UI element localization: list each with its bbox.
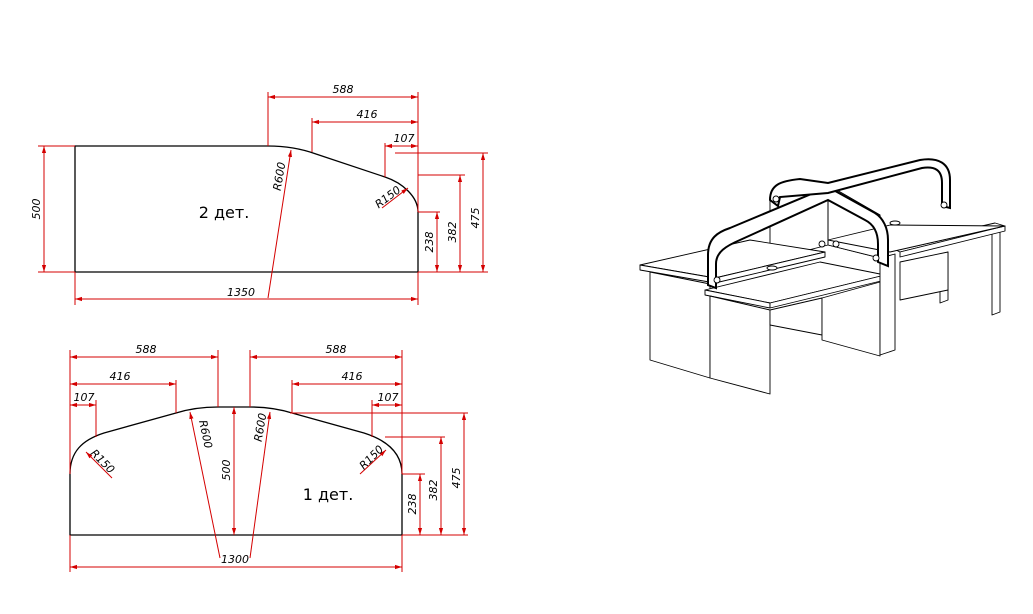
screen-panel-left [707, 185, 889, 290]
part1-dim-1300: 1300 [221, 553, 249, 566]
part1-label: 1 дет. [303, 485, 354, 504]
cable-grommet-icon [766, 265, 778, 271]
part1-drawing: 588 588 416 416 107 107 R150 R150 R600 R… [69, 343, 468, 572]
panel-bracket-icon [713, 276, 721, 284]
workstation-isometric [639, 158, 1006, 395]
panel-bracket-icon [832, 240, 840, 248]
part1-dim-382: 382 [427, 480, 440, 501]
part1-dim-107-left: 107 [74, 391, 95, 404]
part1-dim-r150-right: R150 [357, 443, 386, 472]
part2-dim-238: 238 [423, 232, 436, 253]
part2-dimension-lines [41, 94, 486, 302]
part1-dim-r150-left: R150 [88, 447, 117, 476]
desk-right-top [827, 224, 1006, 356]
part2-dim-500: 500 [30, 199, 43, 220]
part2-dim-107: 107 [394, 132, 415, 145]
part1-dim-238: 238 [406, 494, 419, 515]
screen-panel-right [768, 158, 951, 210]
panel-bracket-icon [872, 254, 880, 262]
part2-dim-1350: 1350 [227, 286, 255, 299]
part1-dim-r600-left: R600 [196, 419, 215, 450]
cable-grommet-icon [889, 220, 901, 226]
part2-dim-r150: R150 [373, 183, 404, 211]
part2-label: 2 дет. [199, 203, 250, 222]
part2-dim-588: 588 [333, 83, 354, 96]
part1-dim-588-right: 588 [326, 343, 347, 356]
part2-dim-475: 475 [469, 208, 482, 229]
part2-extension-lines [38, 92, 488, 305]
part1-dim-416-left: 416 [110, 370, 131, 383]
desk-rear-left [639, 239, 826, 379]
desk-front [704, 261, 886, 395]
part1-dimension-lines [70, 354, 467, 570]
part1-dim-588-left: 588 [136, 343, 157, 356]
part1-dim-107-right: 107 [378, 391, 399, 404]
part1-dim-475: 475 [450, 468, 463, 489]
part2-dim-382: 382 [446, 222, 459, 243]
part2-dim-r600: R600 [271, 161, 289, 191]
panel-bracket-icon [772, 195, 780, 203]
part1-dim-500: 500 [220, 460, 233, 481]
part1-extension-lines [69, 350, 468, 572]
part1-dim-r600-right: R600 [252, 412, 270, 442]
part1-dim-416-right: 416 [342, 370, 363, 383]
panel-bracket-icon [940, 201, 948, 209]
part1-outline [69, 406, 403, 536]
part2-dim-416: 416 [357, 108, 378, 121]
part2-drawing: 588 416 107 R600 R150 500 238 382 475 13… [30, 83, 488, 305]
panel-bracket-icon [818, 240, 826, 248]
